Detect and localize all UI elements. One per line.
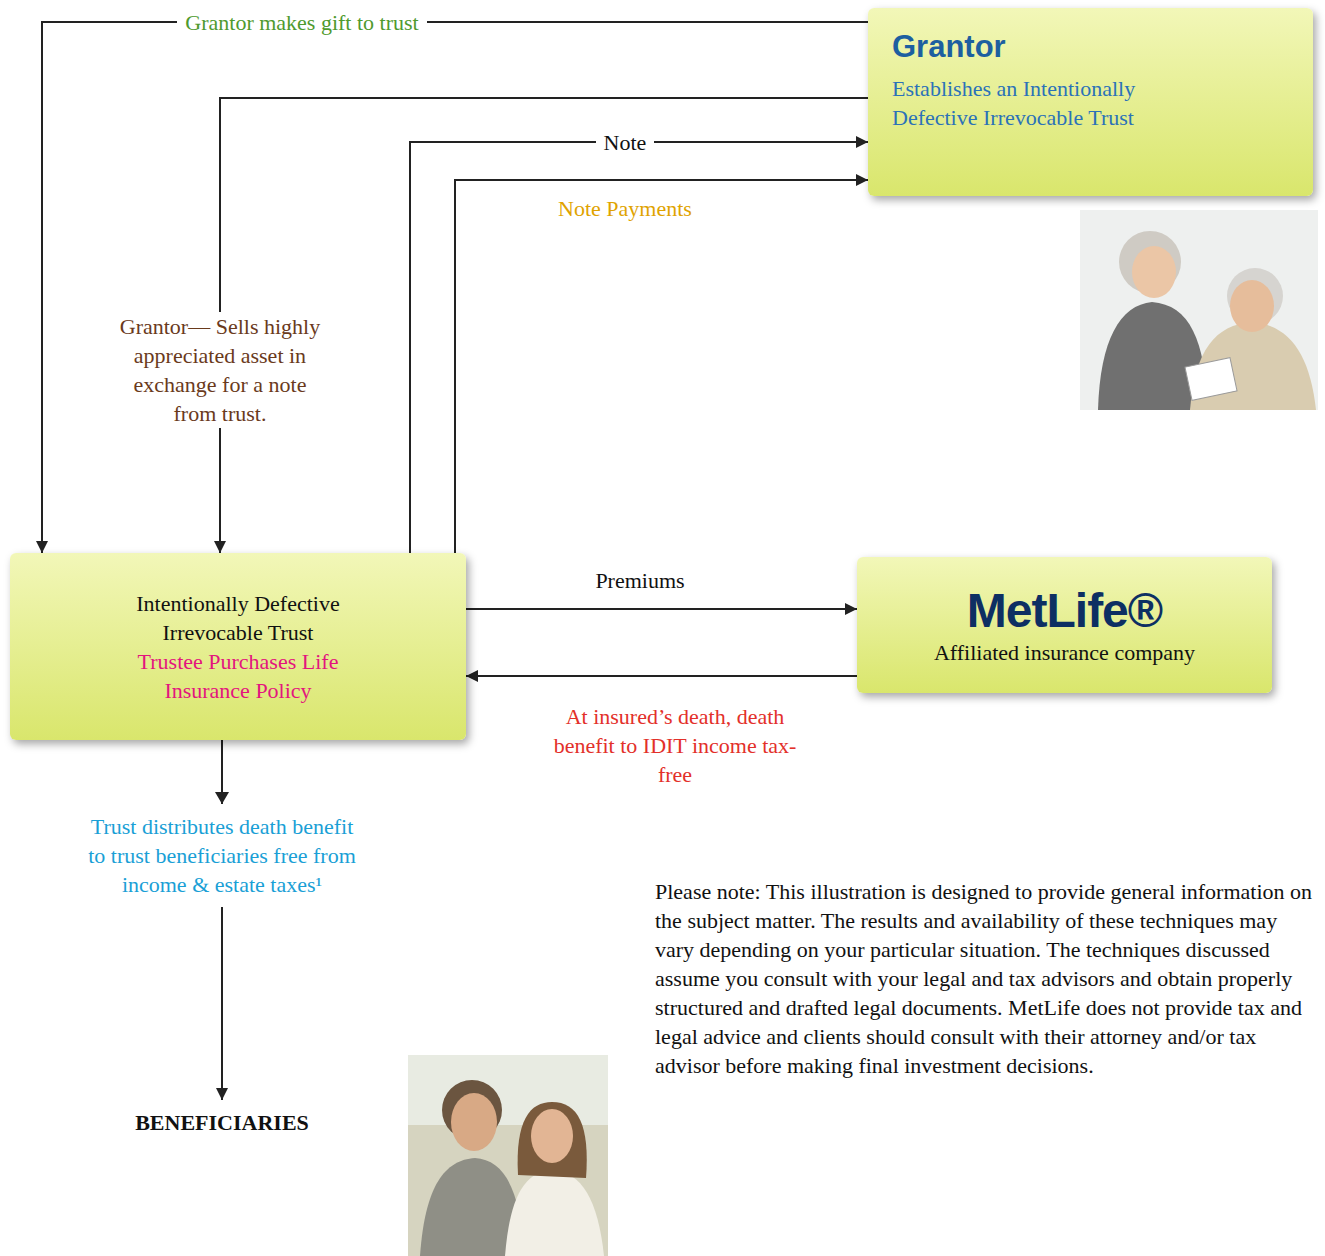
flow-arrow <box>410 142 868 553</box>
node-heading: Intentionally Defective Irrevocable Trus… <box>93 589 383 647</box>
senior-couple-photo <box>1080 210 1318 410</box>
woman-hair <box>518 1102 587 1178</box>
disclaimer-note: Please note: This illustration is design… <box>655 877 1315 1080</box>
woman-face <box>531 1109 573 1163</box>
process-box: MetLife®Affiliated insurance company <box>857 557 1272 693</box>
edge-label: Note Payments <box>558 194 692 223</box>
connector-line <box>466 608 857 610</box>
flow-arrow <box>42 22 868 553</box>
node-body: Establishes an Intentionally Defective I… <box>892 74 1192 132</box>
edge-label: Grantor makes gift to trust <box>177 8 426 37</box>
edge-label: Grantor— Sells highly appreciated asset … <box>102 312 338 428</box>
connector-line <box>466 675 857 677</box>
connector-line <box>455 180 868 553</box>
node-heading: Grantor <box>892 28 1291 66</box>
node-body: Trustee Purchases Life Insurance Policy <box>93 647 383 705</box>
edge-label: At insured’s death, death benefit to IDI… <box>540 702 810 789</box>
node-heading: MetLife® <box>873 584 1256 638</box>
connector-line <box>42 22 868 553</box>
flow-arrow <box>455 180 868 553</box>
flow-arrow <box>466 676 857 677</box>
man-face <box>1230 280 1274 332</box>
young-couple-photo <box>408 1055 608 1256</box>
man-face <box>451 1093 497 1151</box>
woman-body <box>505 1170 604 1256</box>
flow-arrow <box>215 740 229 1100</box>
text-node: BENEFICIARIES <box>102 1100 342 1144</box>
photo-ground <box>1080 210 1318 410</box>
connector-line <box>410 142 868 553</box>
photo-ground <box>408 1055 608 1256</box>
edge-label: Trust distributes death benefit to trust… <box>72 812 372 899</box>
process-box: GrantorEstablishes an Intentionally Defe… <box>868 8 1313 196</box>
arrow-head <box>215 792 229 804</box>
photo-sky <box>408 1055 608 1125</box>
process-box: Intentionally Defective Irrevocable Trus… <box>10 553 466 740</box>
edge-label: Premiums <box>595 566 684 595</box>
node-body: Affiliated insurance company <box>873 638 1256 667</box>
node-heading: BENEFICIARIES <box>110 1108 334 1137</box>
flow-arrow <box>466 609 857 610</box>
edge-label: Note <box>596 128 655 157</box>
woman-face <box>1132 246 1176 298</box>
book <box>1185 358 1237 401</box>
